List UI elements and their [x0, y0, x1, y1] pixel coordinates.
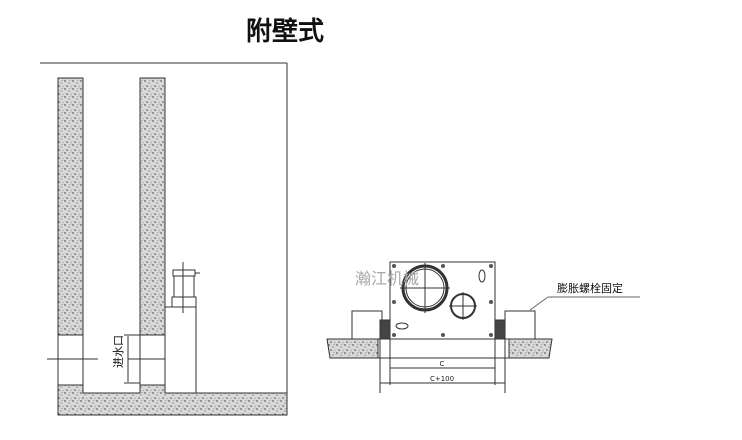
anchor-left: [379, 319, 391, 340]
outer-wall-upper: [57, 77, 84, 336]
dim-c-label: C: [440, 360, 445, 368]
ground-slab-right: [508, 338, 553, 359]
floor-mount-section: [326, 261, 640, 393]
inlet-label: 进水口: [112, 335, 125, 368]
anchor-right: [494, 319, 506, 340]
outer-wall-opening: [57, 334, 84, 386]
wall-mounted-pit-section: [40, 62, 288, 416]
inner-wall-opening: [139, 334, 166, 386]
side-block-left: [351, 310, 383, 340]
pump-body: [164, 306, 197, 394]
leader-line: [529, 296, 549, 311]
page-title: 附壁式: [246, 16, 324, 47]
ground-slab-left: [326, 338, 379, 359]
side-block-right: [504, 310, 536, 340]
watermark: 瀚江机械: [355, 269, 419, 288]
dim-c100-label: C+100: [430, 375, 454, 383]
bolt-label: 膨胀螺栓固定: [557, 281, 623, 295]
inner-wall-upper: [139, 77, 166, 336]
